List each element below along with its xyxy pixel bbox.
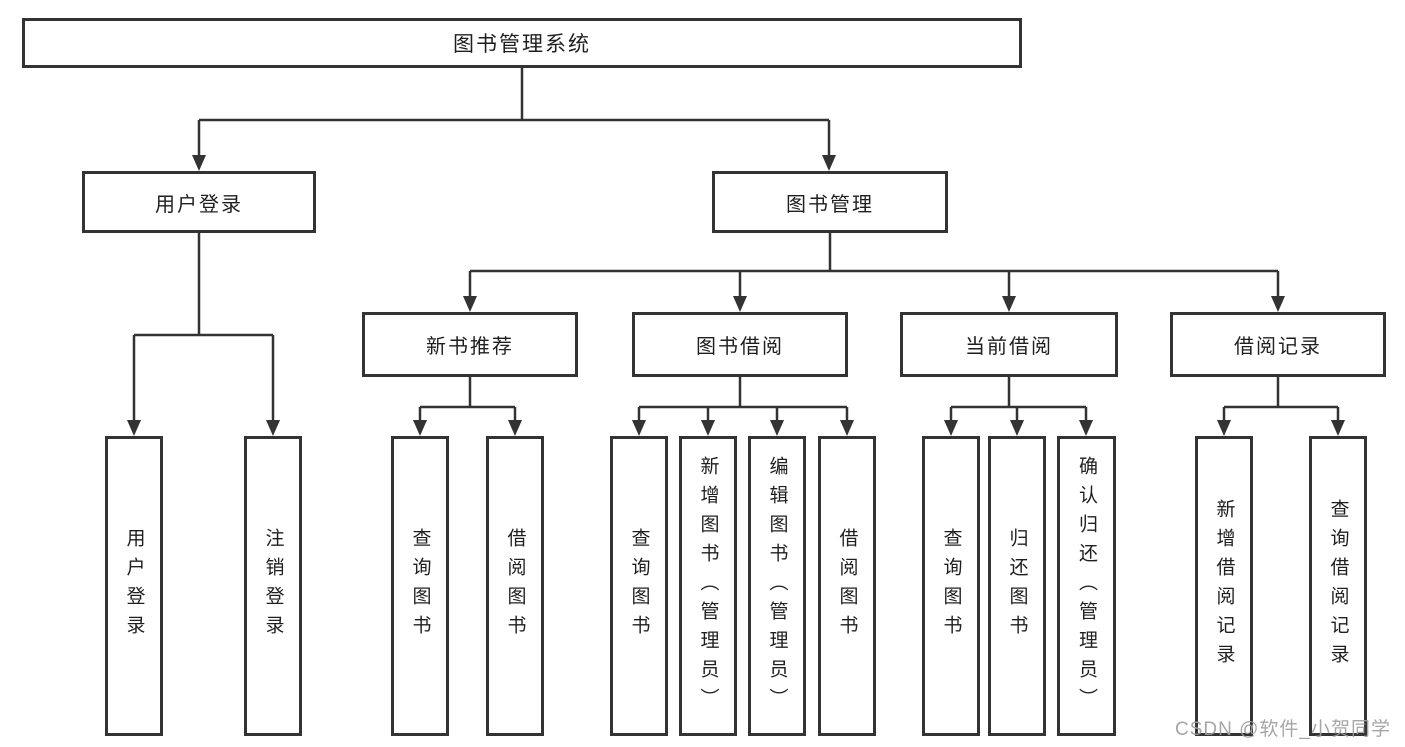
node-book-borrow: 图书借阅 xyxy=(632,312,848,377)
node-root: 图书管理系统 xyxy=(22,18,1022,68)
node-new-book-rec: 新书推荐 xyxy=(362,312,578,377)
leaf-edit-book-admin: 编辑图书（管理员） xyxy=(748,436,806,736)
leaf-confirm-return-admin: 确认归还（管理员） xyxy=(1057,436,1116,736)
leaf-borrow-books-rec: 借阅图书 xyxy=(486,436,544,736)
leaf-query-borrow-record: 查询借阅记录 xyxy=(1309,436,1367,736)
leaf-query-books-rec: 查询图书 xyxy=(391,436,449,736)
node-current-borrow: 当前借阅 xyxy=(900,312,1118,377)
node-book-mgmt: 图书管理 xyxy=(712,171,948,233)
node-user-login: 用户登录 xyxy=(82,171,316,233)
leaf-return-book: 归还图书 xyxy=(988,436,1046,736)
leaf-add-book-admin: 新增图书（管理员） xyxy=(679,436,737,736)
leaf-query-books-current: 查询图书 xyxy=(922,436,980,736)
leaf-logout: 注销登录 xyxy=(244,436,302,736)
leaf-query-books-borrow: 查询图书 xyxy=(610,436,668,736)
arrowheads xyxy=(127,155,1345,436)
leaf-add-borrow-record: 新增借阅记录 xyxy=(1195,436,1253,736)
csdn-watermark: CSDN @软件_小贺同学 xyxy=(1175,719,1391,740)
leaf-borrow-books: 借阅图书 xyxy=(818,436,876,736)
leaf-user-login: 用户登录 xyxy=(105,436,163,736)
node-borrow-record: 借阅记录 xyxy=(1170,312,1386,377)
